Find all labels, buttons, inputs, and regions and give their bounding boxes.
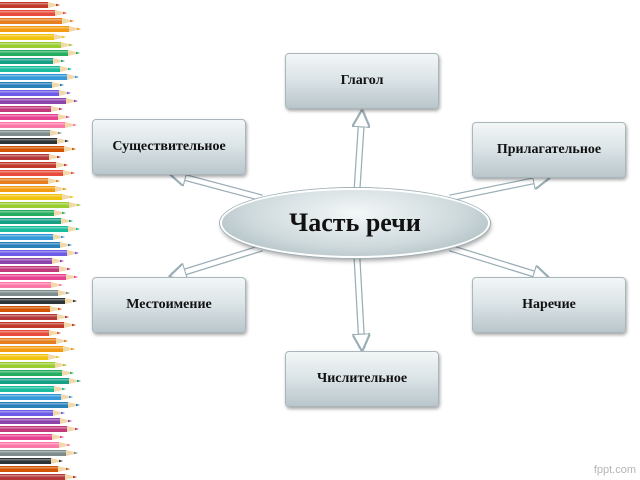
node-adverb: Наречие [472,277,626,333]
pencil [0,98,78,104]
pencil [0,194,74,200]
pencil [0,282,63,288]
pencil [0,74,79,80]
pencil [0,2,60,8]
pencil [0,386,66,392]
pencil [0,290,70,296]
pencil [0,178,60,184]
arrow-to-adverb [448,244,547,278]
pencil [0,418,72,424]
pencil [0,106,63,112]
pencil [0,354,60,360]
arrow-to-pronoun [172,244,264,276]
pencil [0,170,75,176]
arrow-to-verb [357,113,362,191]
pencil [0,458,63,464]
pencil [0,18,74,24]
node-noun-label: Существительное [112,139,226,154]
pencil [0,338,68,344]
pencil [0,306,62,312]
pencil [0,226,80,232]
pencil [0,122,77,128]
pencil [0,378,81,384]
arrow-to-adjective [449,178,547,202]
pencil [0,210,66,216]
pencil [0,146,76,152]
colored-pencils-decoration [0,2,81,480]
pencil [0,234,65,240]
pencil [0,466,70,472]
arrow-to-numeral [357,257,362,348]
pencil [0,34,66,40]
pencil [0,154,61,160]
node-adjective-label: Прилагательное [496,142,602,157]
pencil [0,242,72,248]
center-node: Часть речи [220,188,490,258]
pencil [0,322,76,328]
pencil [0,82,64,88]
pencil [0,218,73,224]
node-noun: Существительное [92,119,246,175]
pencil [0,42,73,48]
pencil [0,202,81,208]
pencil [0,474,77,480]
pencil [0,314,69,320]
pencil [0,66,72,72]
node-pronoun: Местоимение [92,277,246,333]
pencil [0,426,79,432]
pencil [0,362,67,368]
pencil [0,442,71,448]
node-pronoun-label: Местоимение [126,297,212,312]
node-verb-label: Глагол [340,73,384,88]
pencil [0,370,74,376]
node-adverb-label: Наречие [522,297,576,312]
pencil [0,162,68,168]
watermark: fppt.com [593,464,636,476]
pencil [0,26,81,32]
pencil [0,394,73,400]
pencil [0,90,71,96]
pencil [0,138,69,144]
arrow-to-noun [172,174,263,202]
node-verb: Глагол [285,53,439,109]
pencil [0,186,67,192]
pencil [0,274,78,280]
pencil [0,346,75,352]
pencil [0,434,64,440]
pencil [0,250,79,256]
pencil [0,258,64,264]
pencil [0,50,80,56]
pencil [0,450,78,456]
pencil [0,266,71,272]
node-numeral-label: Числительное [316,371,408,386]
pencil [0,10,67,16]
pencil [0,330,61,336]
pencil [0,130,62,136]
pencil [0,410,65,416]
node-numeral: Числительное [285,351,439,407]
pencil [0,114,70,120]
pencil [0,298,77,304]
node-adjective: Прилагательное [472,122,626,178]
pencil [0,58,65,64]
pencil [0,402,80,408]
center-node-label: Часть речи [289,208,421,237]
